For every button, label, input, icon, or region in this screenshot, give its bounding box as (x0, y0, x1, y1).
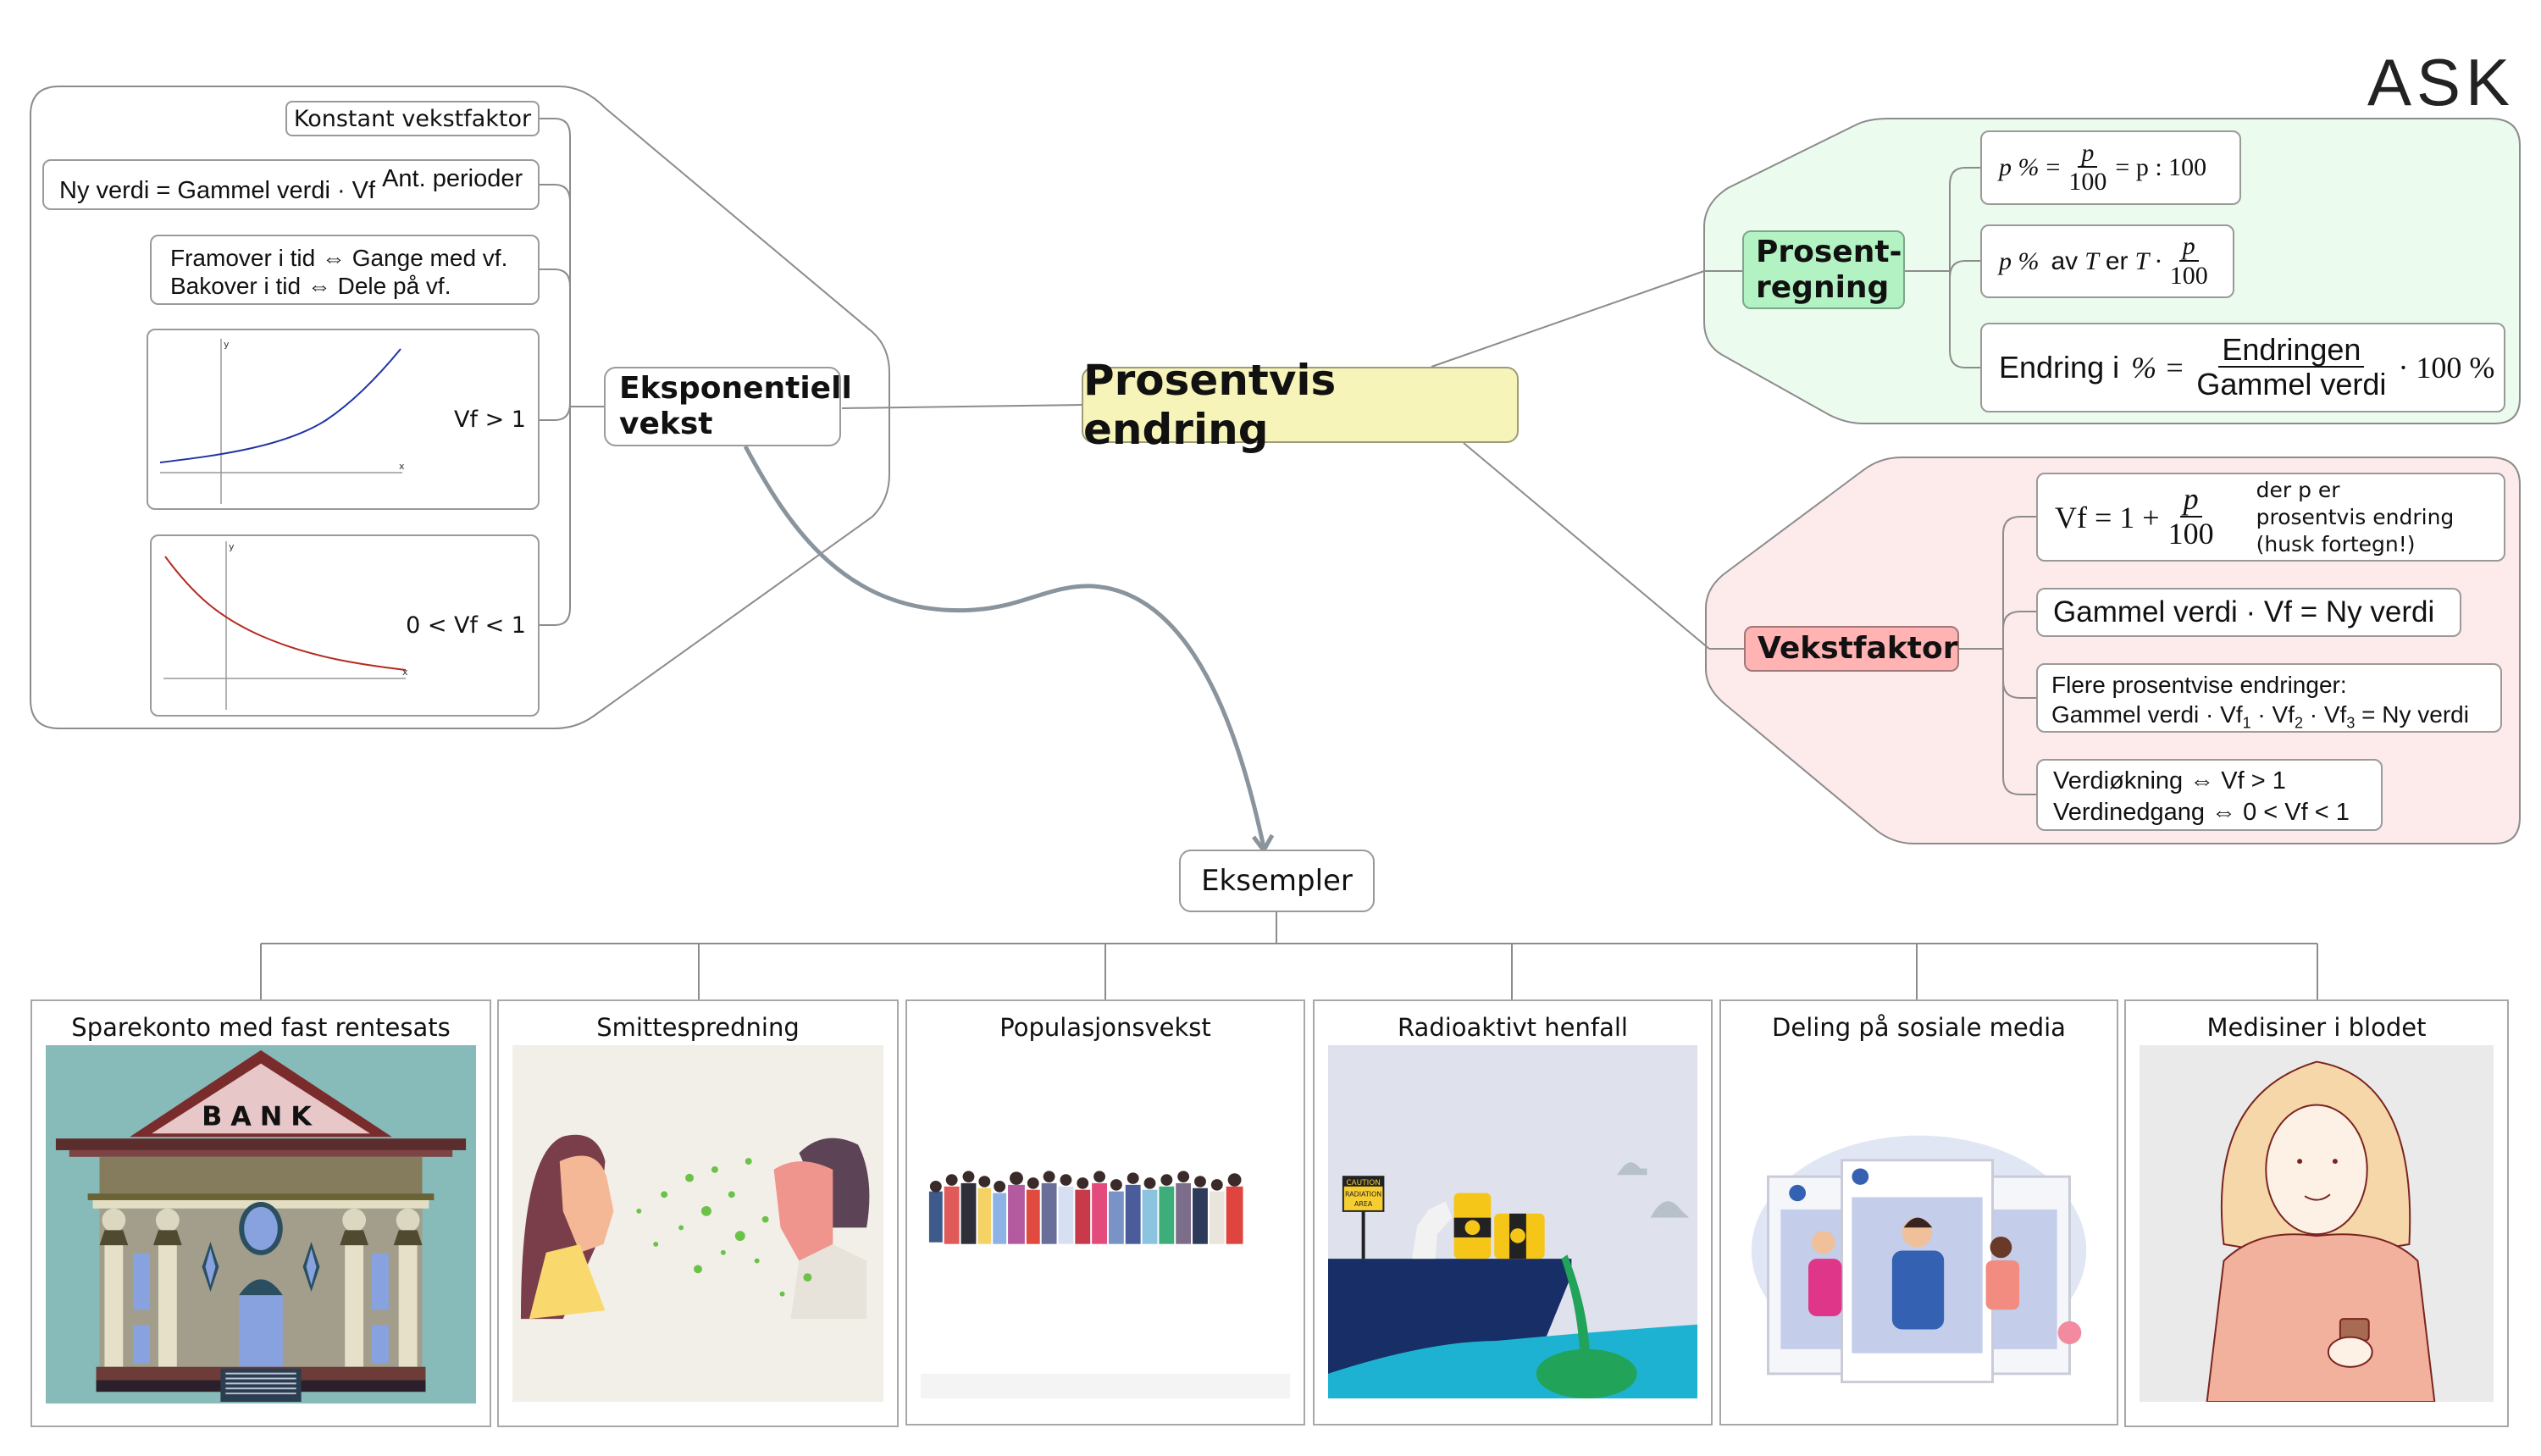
growth-graph-node[interactable]: x y Vf > 1 (147, 329, 540, 510)
example-card-sparekonto[interactable]: Sparekonto med fast rentesats BANK (30, 999, 491, 1427)
ny-verdi-formula-node[interactable]: Ny verdi = Gammel verdi · Vf Ant. period… (42, 159, 540, 210)
prosentregning-title-line2: regning (1756, 269, 1890, 305)
growth-y-label: y (224, 339, 230, 350)
card-title: Medisiner i blodet (2206, 1013, 2427, 1042)
f2-av: av (2051, 246, 2079, 275)
vf-note-line2: prosentvis endring (2256, 504, 2455, 529)
verdiendring-node[interactable]: Verdiøkning ⇔ Vf > 1 Verdinedgang ⇔ 0 < … (2036, 759, 2383, 831)
decay-curve (164, 556, 407, 671)
ask-logo: ASK (2367, 45, 2516, 119)
flere-line2: Gammel verdi · Vf1 · Vf2 · Vf3 = Ny verd… (2051, 701, 2469, 732)
svg-text:AREA: AREA (1354, 1200, 1373, 1208)
vekstfaktor-title: Vekstfaktor (1758, 631, 1958, 666)
f1-lhs: p % (1999, 153, 2040, 181)
vf-note-line1: der p er (2256, 477, 2340, 502)
decay-x-label: x (402, 667, 408, 678)
card-title: Deling på sosiale media (1772, 1013, 2066, 1042)
gammel-verdi-text: Gammel verdi · Vf = Ny verdi (2053, 595, 2435, 628)
central-topic-label: Prosentvis endring (1083, 356, 1337, 454)
growth-graph: x y (159, 339, 405, 504)
virus-spread-illustration (512, 1045, 883, 1402)
example-card-medisiner[interactable]: Medisiner i blodet (2124, 999, 2509, 1427)
bakover-text: Bakover i tid ⇔ Dele på vf. (170, 273, 451, 299)
f2-t2: T · (2134, 246, 2162, 275)
social-media-illustration (1735, 1045, 2103, 1398)
f3-pct: % = (2131, 351, 2185, 385)
vf-note-line3: (husk fortegn!) (2256, 531, 2416, 556)
ny-verdi-formula: Ny verdi = Gammel verdi · Vf (59, 176, 376, 204)
example-card-smittespredning[interactable]: Smittespredning (497, 999, 899, 1427)
crowd-illustration (921, 1045, 1290, 1398)
f1-rhs: = p : 100 (2115, 153, 2207, 181)
example-card-radioaktivt-henfall[interactable]: Radioaktivt henfall CAUTION RADIATION AR… (1313, 999, 1713, 1426)
decay-y-label: y (229, 541, 235, 552)
vekstfaktor-node[interactable]: Vekstfaktor (1744, 626, 1959, 672)
card-title: Sparekonto med fast rentesats (71, 1013, 451, 1042)
eksempler-title: Eksempler (1201, 864, 1353, 898)
eksponentiell-vekst-node[interactable]: Eksponentiell vekst (604, 367, 852, 446)
decay-condition-label: 0 < Vf < 1 (406, 612, 526, 639)
bank-illustration: BANK (46, 1045, 476, 1403)
f2-lhs: p % (1999, 246, 2040, 275)
medicine-illustration (2140, 1045, 2494, 1402)
prosentregning-title-line1: Prosent- (1756, 234, 1902, 269)
growth-condition-label: Vf > 1 (454, 407, 526, 433)
framover-bakover-node[interactable]: Framover i tid ⇔ Gange med vf. Bakover i… (150, 235, 540, 305)
eksponentiell-title-line2: vekst (619, 407, 713, 441)
growth-x-label: x (399, 461, 405, 472)
eksponentiell-title-line1: Eksponentiell (619, 371, 852, 406)
decay-graph-node[interactable]: x y 0 < Vf < 1 (150, 534, 540, 717)
vf-note: der p er prosentvis endring (husk forteg… (2256, 477, 2455, 558)
verdinedgang-text: Verdinedgang ⇔ 0 < Vf < 1 (2053, 799, 2350, 826)
eksponentiell-panel-outline (30, 86, 890, 729)
ny-verdi-exponent: Ant. perioder (382, 164, 523, 192)
example-card-sosiale-media[interactable]: Deling på sosiale media (1719, 999, 2118, 1426)
svg-text:CAUTION: CAUTION (1346, 1179, 1381, 1187)
radioactive-barrels-illustration: CAUTION RADIATION AREA (1328, 1045, 1697, 1398)
f2-er: er (2105, 246, 2129, 275)
framover-text: Framover i tid ⇔ Gange med vf. (170, 245, 508, 271)
flere-line1: Flere prosentvise endringer: (2051, 672, 2347, 698)
f1-eq: = (2046, 153, 2061, 181)
eksempler-arrow (743, 445, 1266, 848)
example-card-populasjonsvekst[interactable]: Populasjonsvekst (905, 999, 1305, 1426)
prosentregning-node[interactable]: Prosent- regning (1742, 230, 1905, 309)
growth-curve (159, 348, 401, 463)
svg-text:BANK: BANK (202, 1102, 320, 1132)
card-title: Smittespredning (596, 1013, 800, 1042)
gammel-verdi-formula[interactable]: Gammel verdi · Vf = Ny verdi (2036, 588, 2461, 637)
card-title: Populasjonsvekst (999, 1013, 1211, 1042)
f3-lhs: Endring i (1999, 350, 2120, 385)
decay-graph: x y (163, 541, 408, 710)
konstant-vekstfaktor-node[interactable]: Konstant vekstfaktor (285, 101, 540, 136)
eksempler-node[interactable]: Eksempler (1179, 850, 1375, 912)
verdiokning-text: Verdiøkning ⇔ Vf > 1 (2053, 767, 2286, 794)
f3-rhs: · 100 % (2398, 351, 2495, 385)
f2-t1: T (2084, 246, 2099, 275)
flere-endringer-node[interactable]: Flere prosentvise endringer: Gammel verd… (2036, 663, 2502, 733)
central-topic[interactable]: Prosentvis endring (1082, 356, 1519, 454)
vf-formula-lhs: Vf = 1 + (2055, 500, 2160, 534)
card-title: Radioaktivt henfall (1398, 1013, 1628, 1042)
svg-text:RADIATION: RADIATION (1345, 1191, 1381, 1199)
konstant-vekstfaktor-label: Konstant vekstfaktor (293, 105, 532, 132)
